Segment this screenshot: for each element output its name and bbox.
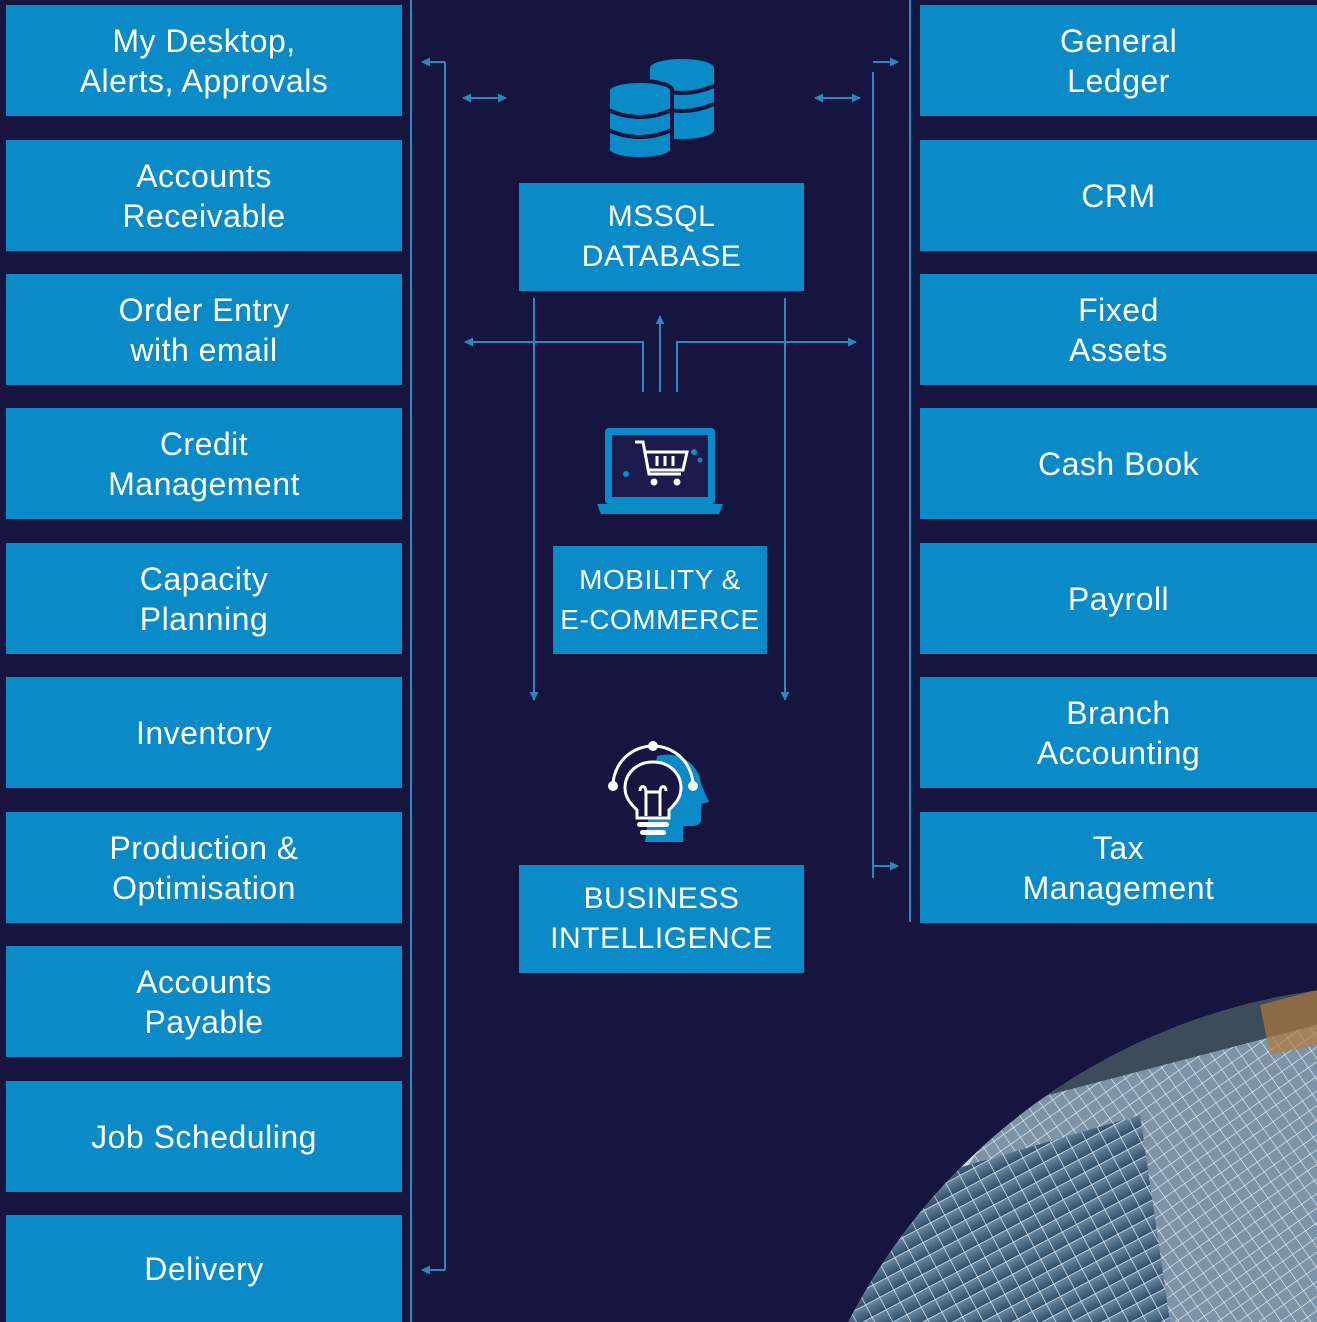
module-accounts-receivable[interactable]: Accounts Receivable (6, 140, 402, 251)
module-tax-management[interactable]: Tax Management (920, 812, 1317, 923)
business-intelligence-box[interactable]: BUSINESS INTELLIGENCE (519, 865, 804, 973)
module-my-desktop[interactable]: My Desktop, Alerts, Approvals (6, 5, 402, 116)
mobility-left-arrow (464, 337, 644, 392)
left-separator-line (410, 0, 412, 1322)
module-delivery[interactable]: Delivery (6, 1215, 402, 1322)
module-accounts-payable[interactable]: Accounts Payable (6, 946, 402, 1057)
module-order-entry[interactable]: Order Entry with email (6, 274, 402, 385)
module-crm[interactable]: CRM (920, 140, 1317, 251)
lightbulb-head-icon (608, 741, 709, 842)
mobility-box[interactable]: MOBILITY & E-COMMERCE (553, 546, 767, 654)
laptop-cart-icon (597, 428, 723, 514)
module-general-ledger[interactable]: General Ledger (920, 5, 1317, 116)
module-payroll[interactable]: Payroll (920, 543, 1317, 654)
database-icon (606, 59, 715, 161)
module-branch-accounting[interactable]: Branch Accounting (920, 677, 1317, 788)
building-photo (840, 985, 1317, 1322)
module-inventory[interactable]: Inventory (6, 677, 402, 788)
module-fixed-assets[interactable]: Fixed Assets (920, 274, 1317, 385)
module-job-scheduling[interactable]: Job Scheduling (6, 1081, 402, 1192)
mobility-right-arrow (676, 337, 857, 392)
module-capacity-planning[interactable]: Capacity Planning (6, 543, 402, 654)
database-box[interactable]: MSSQL DATABASE (519, 183, 804, 291)
module-production[interactable]: Production & Optimisation (6, 812, 402, 923)
right-separator-line (909, 0, 911, 922)
module-cash-book[interactable]: Cash Book (920, 408, 1317, 519)
module-credit-management[interactable]: Credit Management (6, 408, 402, 519)
